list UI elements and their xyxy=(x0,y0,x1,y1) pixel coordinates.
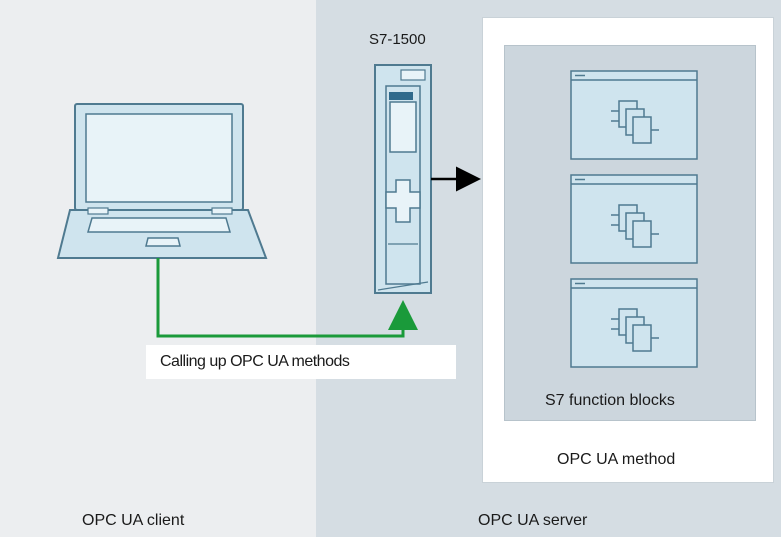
function-blocks-label: S7 function blocks xyxy=(545,392,675,409)
device-model-label: S7-1500 xyxy=(369,31,426,48)
connection-label-box xyxy=(146,345,456,379)
client-zone-label: OPC UA client xyxy=(82,512,185,529)
plc-device-icon xyxy=(374,64,432,294)
function-block-1 xyxy=(570,70,698,160)
connection-label: Calling up OPC UA methods xyxy=(160,353,350,370)
server-zone-label: OPC UA server xyxy=(478,512,588,529)
laptop-icon xyxy=(56,103,268,259)
method-call-connection xyxy=(156,258,418,338)
function-block-3 xyxy=(570,278,698,368)
opc-ua-method-label: OPC UA method xyxy=(557,451,676,468)
function-block-2 xyxy=(570,174,698,264)
